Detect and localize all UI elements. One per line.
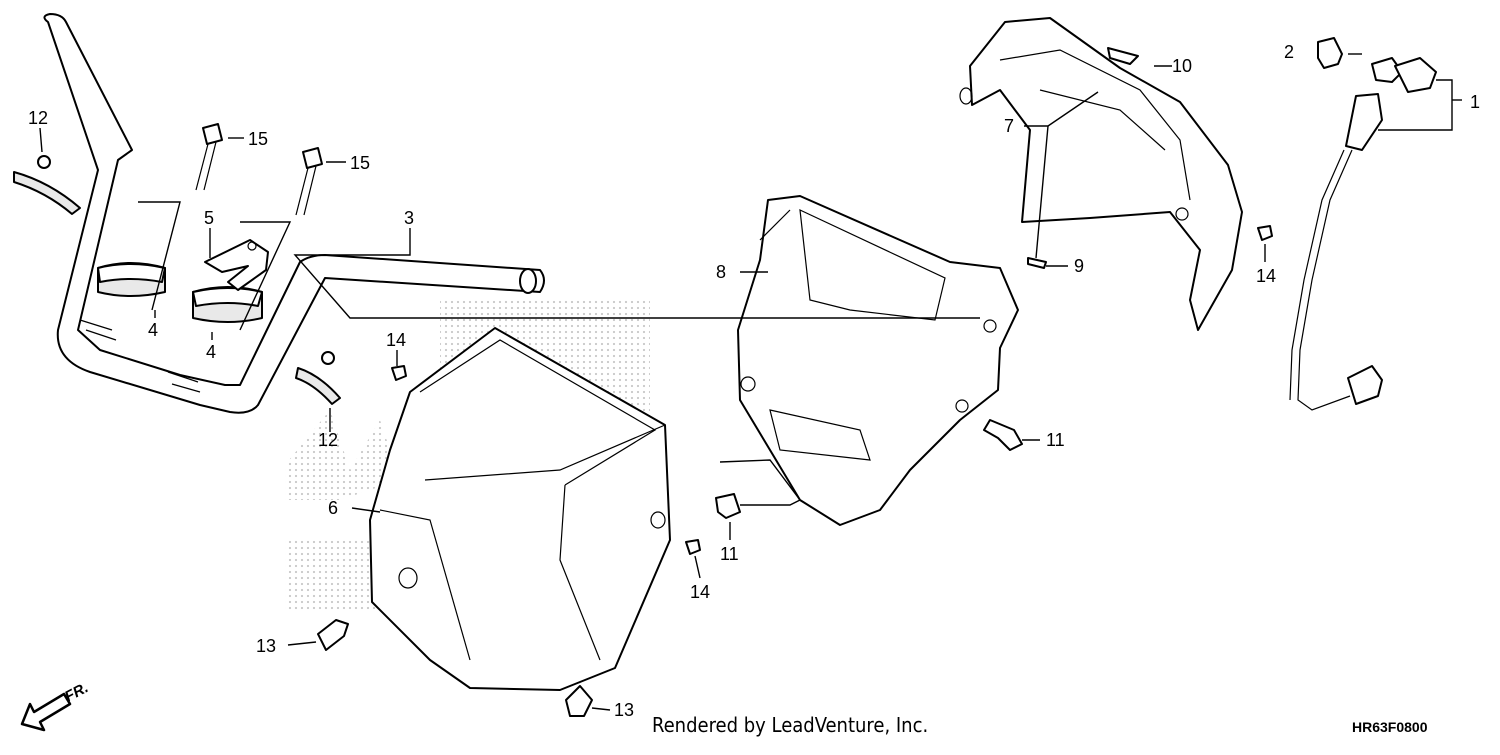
callout-9: 9 [1074,256,1084,276]
harness-1 [1289,57,1437,411]
headlight-cover [369,327,671,691]
callout-15b: 15 [350,153,370,173]
callout-2: 2 [1284,42,1294,62]
grommet-2 [1317,37,1343,69]
clip-10 [1107,47,1139,65]
handlebar-holder-left [97,262,166,297]
callout-14b: 14 [386,330,406,350]
callout-11a: 11 [1046,430,1065,450]
render-credit: Rendered by LeadVenture, Inc. [652,713,928,737]
callout-6: 6 [328,498,338,518]
callout-3: 3 [404,208,414,228]
callout-14c: 14 [690,582,710,602]
rivet-13a [317,619,349,651]
bolt-15b [295,147,323,216]
bolt-11b [715,493,741,519]
callout-13b: 13 [614,700,634,720]
callout-1: 1 [1470,92,1480,112]
diagram-code: HR63F0800 [1352,719,1428,735]
headlight-case [737,195,1019,526]
callout-5: 5 [204,208,214,228]
bolt-15a [195,123,223,191]
callout-labels: 1 2 3 4 4 5 6 7 8 9 10 11 11 12 12 13 13… [28,42,1480,720]
callout-8: 8 [716,262,726,282]
front-direction-arrow-icon: FR. [20,679,91,732]
callout-11b: 11 [720,544,739,564]
callout-12b: 12 [318,430,338,450]
clip-9 [1027,257,1047,269]
bolt-11a [983,419,1023,451]
switch-bracket [204,239,269,291]
front-top-cover [959,17,1243,331]
screw-14c [685,539,701,555]
callout-4b: 4 [206,342,216,362]
rivet-13b [565,685,593,717]
handlebar-holder-right [192,286,263,323]
callout-13a: 13 [256,636,276,656]
callout-14a: 14 [1256,266,1276,286]
cable-band-12b [295,351,341,405]
callout-10: 10 [1172,56,1192,76]
cable-band-12a [13,155,81,215]
callout-7: 7 [1004,116,1014,136]
screw-14b [391,365,407,381]
callout-12a: 12 [28,108,48,128]
callout-4a: 4 [148,320,158,340]
screw-14a [1257,225,1273,241]
callout-15a: 15 [248,129,268,149]
leader-lines [39,53,1462,711]
